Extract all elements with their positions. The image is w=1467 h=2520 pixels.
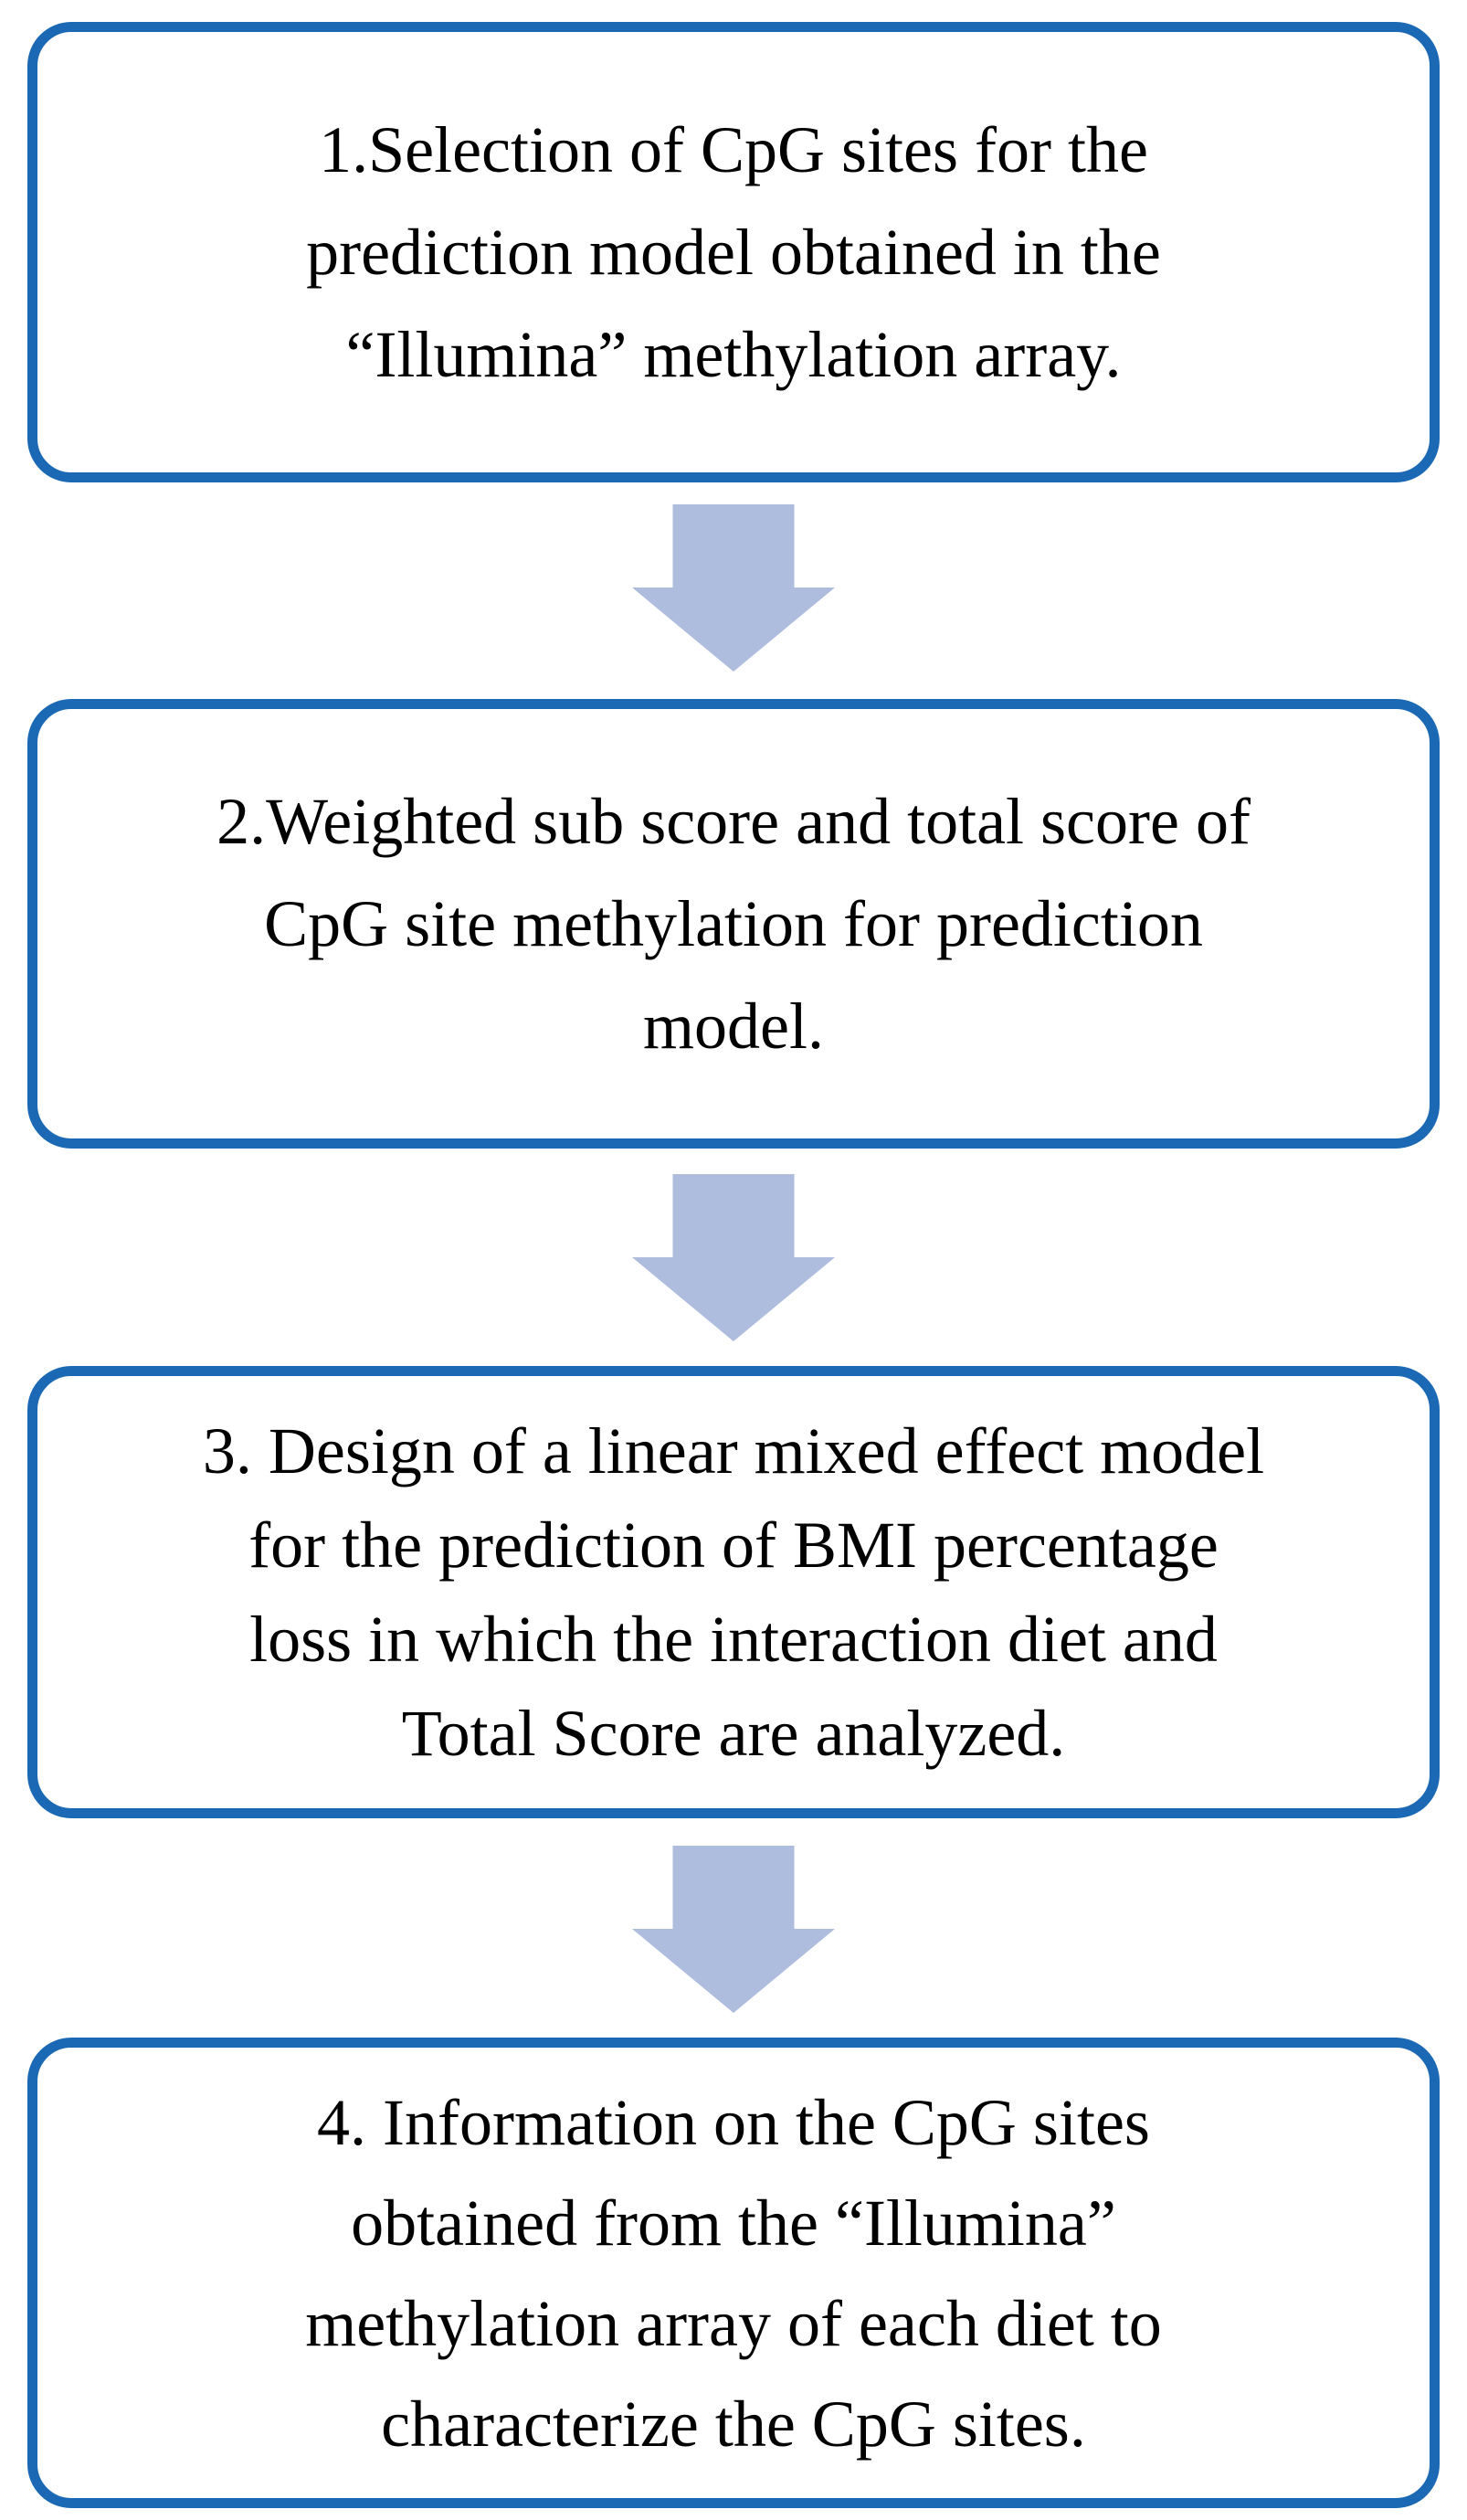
down-arrow-shape (632, 1174, 835, 1341)
step-box-3: 3. Design of a linear mixed effect model… (27, 1366, 1440, 1818)
step-box-1: 1.Selection of CpG sites for the predict… (27, 22, 1440, 482)
step-1-text: 1.Selection of CpG sites for the predict… (306, 113, 1161, 391)
down-arrow-icon (632, 1174, 835, 1341)
down-arrow-icon (632, 1846, 835, 2013)
down-arrow-shape (632, 1846, 835, 2013)
step-box-2: 2.Weighted sub score and total score of … (27, 699, 1440, 1149)
step-3-text: 3. Design of a linear mixed effect model… (202, 1414, 1265, 1770)
step-box-4: 4. Information on the CpG sites obtained… (27, 2038, 1440, 2508)
down-arrow-icon (632, 504, 835, 672)
step-4-text: 4. Information on the CpG sites obtained… (305, 2085, 1162, 2461)
step-2-text: 2.Weighted sub score and total score of … (216, 785, 1251, 1063)
down-arrow-shape (632, 504, 835, 672)
